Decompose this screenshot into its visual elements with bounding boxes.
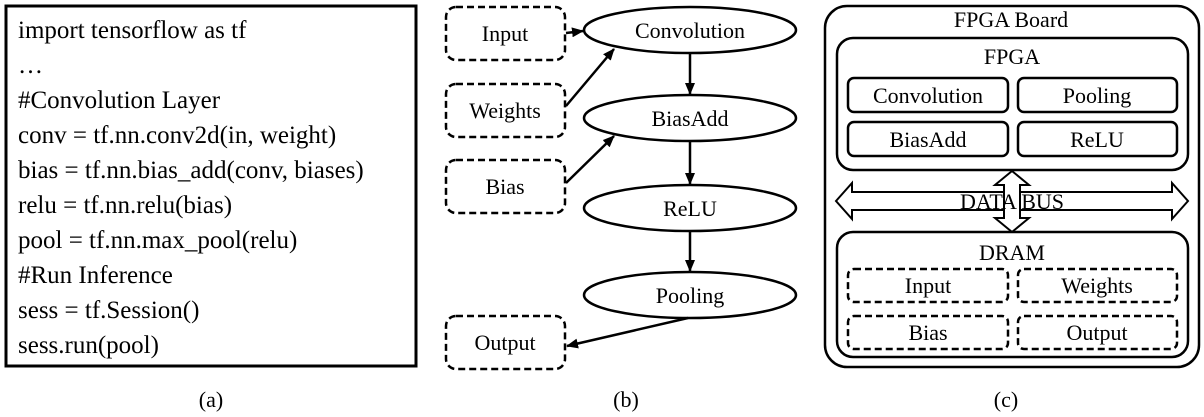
bias-node: Bias [444,158,567,215]
relu-op: ReLU [582,183,798,233]
code-line: sess.run(pool) [18,332,159,359]
bias-node-label: Bias [485,174,524,199]
code-box [4,4,418,368]
code-line: #Convolution Layer [18,87,221,114]
output-node-label: Output [474,330,535,355]
arrow-weights-to-convolution [565,48,615,107]
fpga-unit-pooling-label: Pooling [1063,83,1131,108]
dram-buffer-input-label: Input [905,273,951,298]
panel-b: Input Weights Bias Output Convolution Bi… [444,5,798,412]
dram-buffer-weights: Weights [1016,267,1179,304]
code-line: import tensorflow as tf [18,17,247,44]
dram-buffer-output: Output [1016,314,1179,351]
fpga-unit-convolution: Convolution [846,76,1010,114]
code-listing: import tensorflow as tf … #Convolution L… [18,17,364,359]
fpga-unit-biasadd-label: BiasAdd [890,127,967,152]
caption-b: (b) [613,387,639,412]
caption-a: (a) [199,387,223,412]
fpga-unit-pooling: Pooling [1016,76,1179,114]
fpga-chip-title: FPGA [984,44,1040,69]
dram-buffer-weights-label: Weights [1061,273,1133,298]
weights-node-label: Weights [469,98,541,123]
convolution-op: Convolution [582,5,798,55]
code-line: pool = tf.nn.max_pool(relu) [18,227,297,254]
dram-title: DRAM [979,240,1045,265]
pooling-op-label: Pooling [656,283,724,308]
code-line: … [18,52,43,79]
input-node: Input [444,5,567,62]
convolution-op-label: Convolution [635,18,745,43]
dram-buffer-bias: Bias [846,314,1010,351]
weights-node: Weights [444,82,567,139]
fpga-board-title: FPGA Board [954,7,1068,32]
biasadd-op: BiasAdd [582,93,798,143]
code-line: sess = tf.Session() [18,297,199,324]
biasadd-op-label: BiasAdd [652,106,729,131]
code-line: #Run Inference [18,262,173,289]
fpga-unit-convolution-label: Convolution [873,83,983,108]
input-node-label: Input [482,21,528,46]
arrow-pooling-to-output [566,316,689,349]
code-line: bias = tf.nn.bias_add(conv, biases) [18,157,364,184]
arrow-bias-to-biasadd [565,135,615,184]
fpga-unit-biasadd: BiasAdd [846,120,1010,158]
panel-c: FPGA Board FPGA Convolution Pooling Bias… [823,4,1201,412]
code-line: relu = tf.nn.relu(bias) [18,192,232,219]
fpga-unit-relu: ReLU [1016,120,1179,158]
fpga-unit-relu-label: ReLU [1070,127,1124,152]
dram-buffer-bias-label: Bias [908,320,947,345]
dram-buffer-input: Input [846,267,1010,304]
panel-a: import tensorflow as tf … #Convolution L… [4,4,418,412]
output-node: Output [444,314,567,371]
code-line: conv = tf.nn.conv2d(in, weight) [18,122,336,149]
data-bus-label: DATA BUS [960,189,1064,214]
arrow-input-to-convolution [565,27,584,38]
pooling-op: Pooling [582,270,798,320]
relu-op-label: ReLU [663,196,717,221]
dram-buffer-output-label: Output [1066,320,1127,345]
caption-c: (c) [994,387,1018,412]
